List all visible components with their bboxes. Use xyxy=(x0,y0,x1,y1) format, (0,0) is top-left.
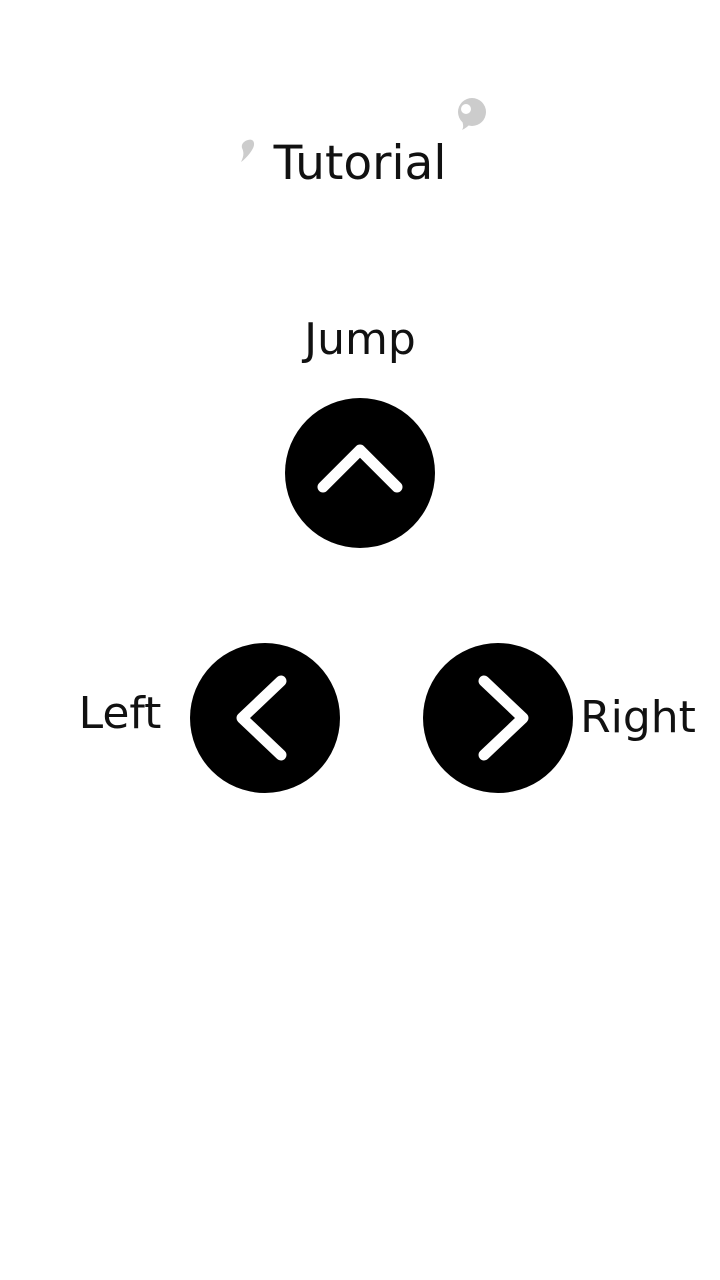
jump-button[interactable] xyxy=(285,398,435,548)
left-label: Left xyxy=(78,688,162,739)
jump-label: Jump xyxy=(304,314,416,365)
right-button[interactable] xyxy=(423,643,573,793)
decorative-drop-large-icon xyxy=(458,98,486,130)
right-label: Right xyxy=(580,692,696,743)
page-title: Tutorial xyxy=(273,136,447,191)
chevron-left-icon xyxy=(236,675,287,761)
chevron-up-icon xyxy=(317,444,403,493)
left-button[interactable] xyxy=(190,643,340,793)
chevron-right-icon xyxy=(478,675,529,761)
decorative-drop-small-icon xyxy=(241,139,255,162)
